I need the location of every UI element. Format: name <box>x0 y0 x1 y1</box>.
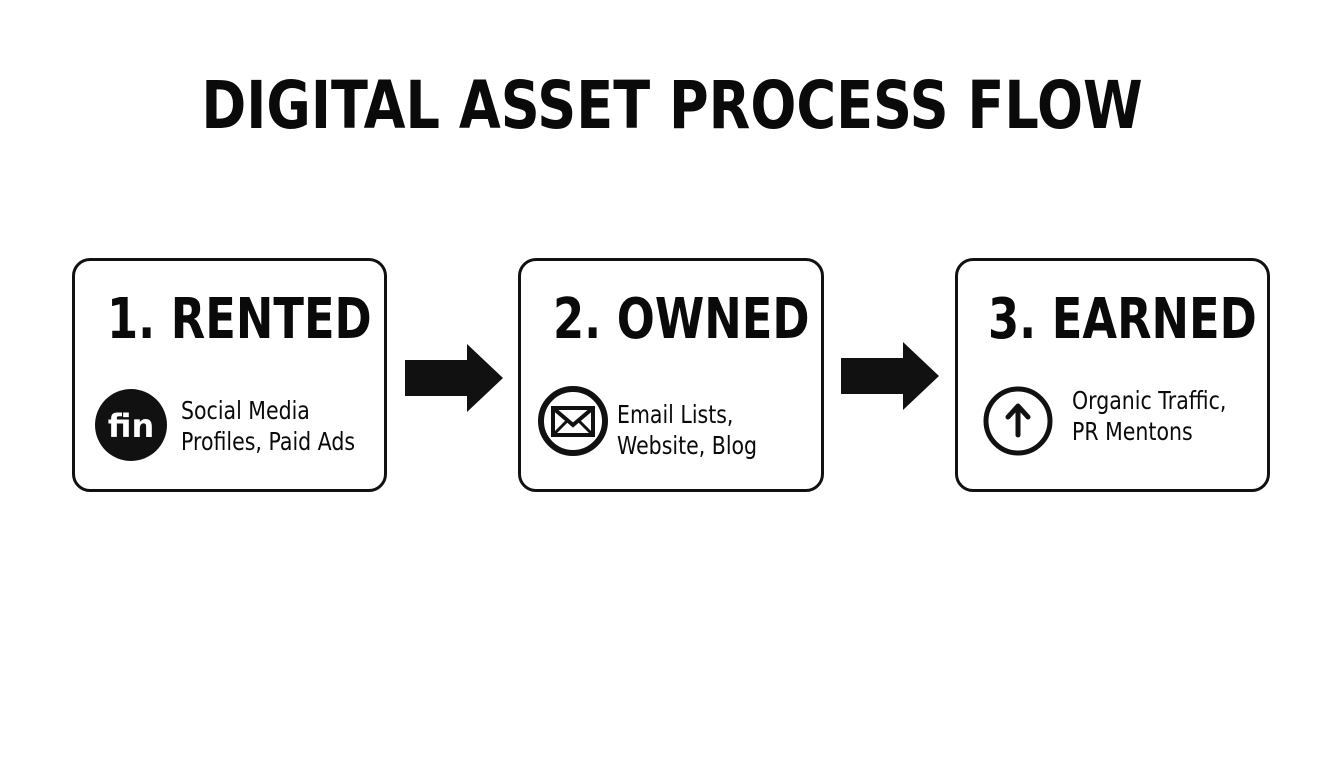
step-card-earned: 3. EARNED Organic Traffic, PR Mentons <box>955 258 1270 492</box>
social-media-icon-text: fin <box>108 407 155 445</box>
step-description-line: PR Mentons <box>1072 417 1193 446</box>
step-description-line: Organic Traffic, <box>1072 386 1227 415</box>
step-description-line: Social Media <box>181 396 310 425</box>
step-description-line: Email Lists, <box>617 400 734 429</box>
diagram-title: DIGITAL ASSET PROCESS FLOW <box>201 67 1143 144</box>
step-description: Organic Traffic, PR Mentons <box>1072 385 1226 447</box>
step-card-owned: 2. OWNED Email Lists, Website, Blog <box>518 258 824 492</box>
step-description-line: Profiles, Paid Ads <box>181 427 356 456</box>
social-media-icon: fin <box>95 389 167 461</box>
step-heading: 3. EARNED <box>988 287 1257 352</box>
envelope-icon <box>537 385 609 457</box>
step-description: Social Media Profiles, Paid Ads <box>181 395 355 457</box>
flow-arrow-icon <box>405 344 503 412</box>
step-description: Email Lists, Website, Blog <box>617 399 757 461</box>
step-heading: 2. OWNED <box>553 287 810 352</box>
arrow-up-circle-icon <box>982 385 1054 457</box>
step-description-line: Website, Blog <box>617 431 758 460</box>
flow-arrow-icon <box>841 342 939 410</box>
step-heading: 1. RENTED <box>107 287 372 352</box>
step-card-rented: 1. RENTED fin Social Media Profiles, Pai… <box>72 258 387 492</box>
